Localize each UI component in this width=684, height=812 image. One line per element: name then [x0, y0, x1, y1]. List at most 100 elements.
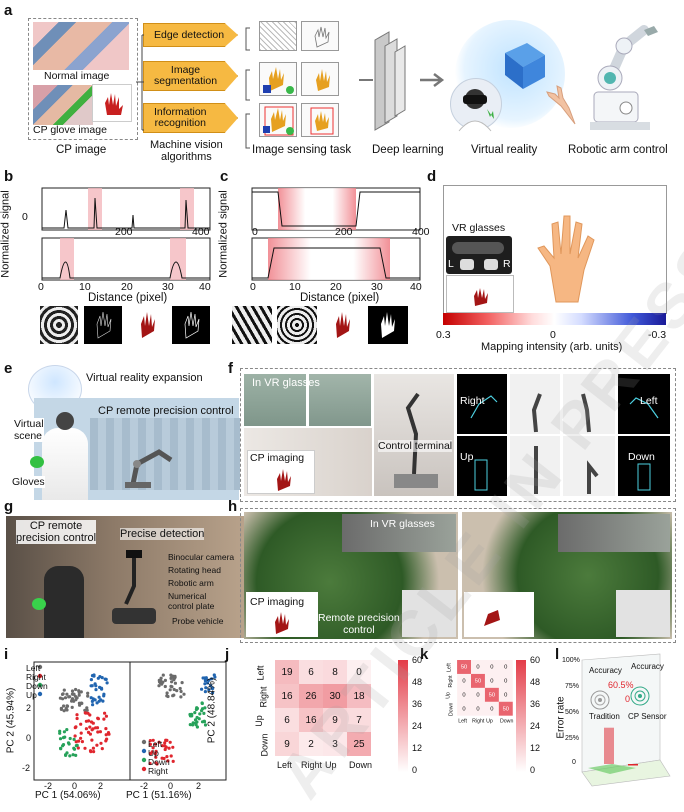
white-hand-icon — [381, 312, 395, 338]
c-top-tick-0: 0 — [252, 226, 258, 238]
pca-point-up-r — [203, 682, 207, 686]
red-hand-icon — [105, 93, 123, 115]
pca-point-left — [85, 706, 89, 710]
heatmap-k-xlabel: Left — [458, 718, 467, 724]
panel-e-label: e — [4, 360, 13, 377]
pca-point-up — [90, 699, 94, 703]
pca-point-left-r — [171, 694, 175, 698]
tradition-label: Tradition — [589, 712, 620, 721]
colorbar-k-tick: 36 — [530, 699, 541, 709]
bracket-connector — [136, 34, 144, 131]
pca-point-up-r — [204, 686, 208, 690]
heatmap-k-cell: 0 — [484, 660, 499, 674]
gloves-label: Gloves — [12, 476, 45, 488]
pca-point-left-r — [165, 694, 169, 698]
l-ytick-0: 100% — [562, 657, 580, 664]
pca-point-left — [63, 696, 68, 700]
legend-right-3: Right — [148, 766, 168, 776]
pca-point-left — [61, 692, 65, 696]
pca-left-ylabel: PC 2 (45.94%) — [5, 687, 17, 754]
h-cp-imaging-2 — [464, 592, 534, 637]
pca-point-right-r — [162, 756, 166, 761]
pca-point-up — [99, 698, 103, 702]
pca-point-right — [74, 740, 78, 744]
vr-label: Virtual reality — [471, 144, 538, 156]
pca-point-right — [77, 739, 81, 743]
pca-point-left — [65, 692, 69, 696]
c-bottom-tick-4: 40 — [410, 281, 422, 293]
pca-rxtick-0: -2 — [140, 781, 149, 791]
pca-point-right — [89, 750, 93, 754]
heatmap-j-cell: 30 — [323, 684, 347, 708]
heatmap-k-xlabel: Right — [472, 718, 485, 724]
legend-left-0: Left — [26, 663, 41, 673]
l-ytick-4: 0 — [572, 759, 576, 766]
pca-point-left-r — [178, 686, 182, 691]
heatmap-k-ylabel: Right — [447, 675, 454, 688]
f-cp-imaging-label: CP imaging — [250, 452, 305, 464]
c-bottom-tick-1: 10 — [289, 281, 301, 293]
pca-point-right — [92, 750, 96, 754]
cube-icon — [505, 43, 545, 89]
pca-rxtick-1: 0 — [168, 781, 174, 791]
arrow-right-icon — [420, 73, 445, 87]
pca-point-up-r — [203, 690, 207, 694]
pca-point-right — [90, 728, 94, 732]
g-green-glove — [32, 598, 46, 610]
pca-xtick-0: -2 — [44, 781, 53, 791]
pca-point-right — [96, 730, 100, 734]
pca-point-right — [84, 727, 88, 731]
pca-point-left-r — [182, 692, 186, 696]
b-thumb-outline — [172, 306, 210, 344]
heatmap-j-xlabel: Up — [325, 760, 337, 770]
panel-b-label: b — [4, 168, 14, 185]
pca-point-up — [100, 676, 104, 680]
legend-left-1: Right — [26, 672, 46, 682]
scale-tick-2: -0.3 — [648, 329, 667, 341]
info-thumb-1 — [259, 103, 297, 137]
b-bottom-tick-4: 40 — [199, 281, 211, 293]
g-part-0: Binocular camera — [168, 552, 235, 562]
heatmap-j-ylabel: Right — [258, 686, 269, 708]
b-top-tick-2: 400 — [192, 226, 210, 238]
heatmap-j-cell: 25 — [347, 732, 371, 756]
panel-b-signal-plots — [41, 187, 211, 281]
heatmap-j-xlabel: Right — [301, 760, 323, 770]
pca-point-left — [58, 696, 63, 700]
f-dir-up-cell — [457, 436, 507, 496]
heatmap-k-cell: 0 — [471, 701, 485, 716]
panel-f-frame — [240, 368, 676, 502]
pca-point-up — [92, 673, 96, 677]
g-detection-label: Precise detection — [120, 528, 205, 540]
heatmap-j-cell: 26 — [299, 684, 323, 708]
heatmap-j-cell: 9 — [323, 708, 347, 732]
heatmap-k-xlabel: Down — [500, 718, 514, 724]
heatmap-k-cell: 50 — [498, 701, 513, 716]
heatmap-j-cell: 0 — [347, 660, 371, 684]
heatmap-k-cell: 0 — [484, 701, 499, 716]
dir-left-label: Left — [640, 395, 658, 407]
remote-control-label: CP remote precision control — [98, 405, 234, 417]
c-xlabel: Distance (pixel) — [300, 292, 380, 304]
b-xlabel: Distance (pixel) — [88, 292, 168, 304]
f-arm-up — [510, 436, 560, 496]
legend-left-3: Up — [26, 690, 37, 700]
pca-point-left-r — [163, 684, 167, 689]
pca-point-left-r — [169, 684, 173, 688]
pca-point-left — [79, 690, 83, 694]
error-rate-chart — [581, 653, 671, 787]
pca-point-down — [68, 736, 72, 741]
pca-point-right-r — [160, 744, 165, 748]
pca-rxtick-2: 2 — [196, 781, 202, 791]
heatmap-k-cell: 0 — [498, 673, 513, 688]
vr-cp-hand — [446, 275, 514, 313]
panel-h-label: h — [228, 498, 238, 515]
heatmap-k-cell: 50 — [457, 660, 471, 674]
normal-image-label: Normal image — [44, 70, 110, 82]
normal-image — [33, 22, 129, 70]
g-remote-label: CP remote precision control — [16, 520, 97, 544]
pca-point-right — [88, 732, 92, 736]
cp-value-label: 0 — [625, 694, 631, 704]
pca-point-right — [102, 717, 106, 721]
